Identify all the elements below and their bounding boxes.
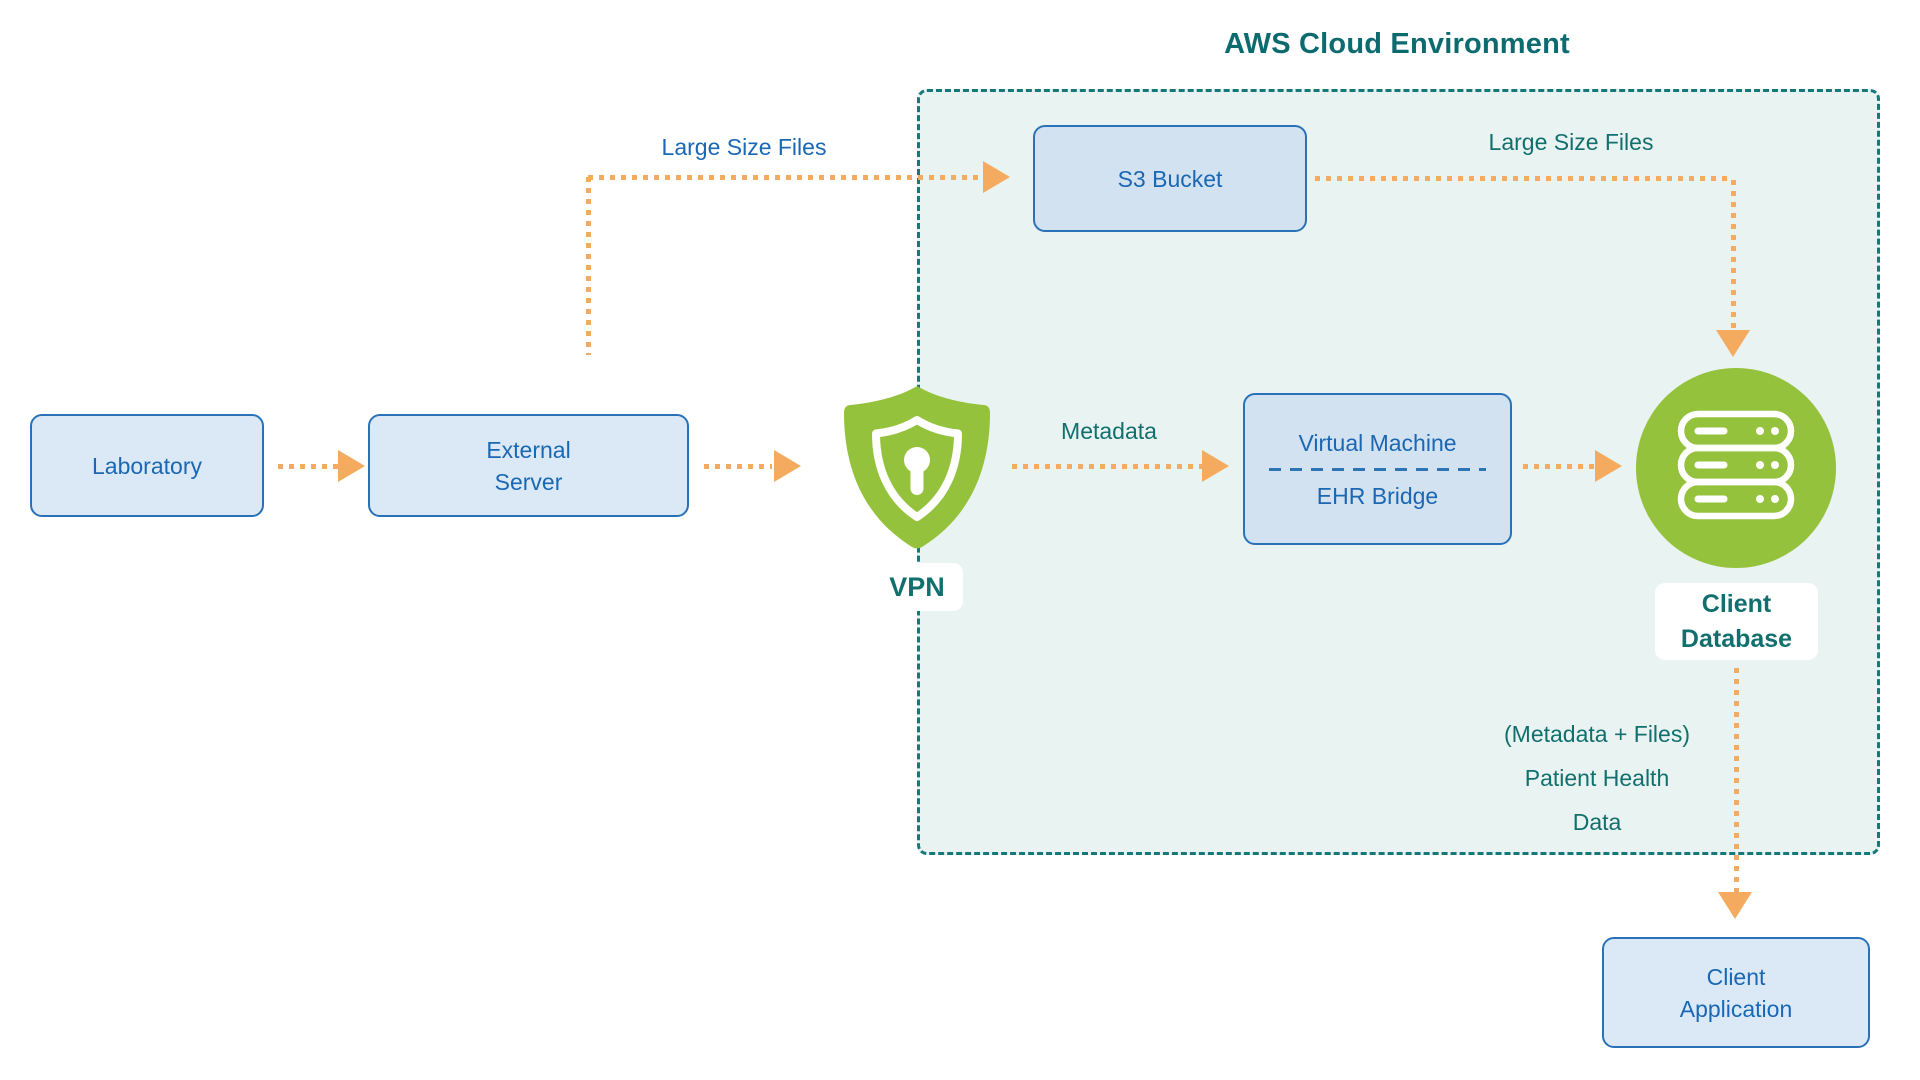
client-database-label-line: Database	[1680, 624, 1793, 653]
arrowhead-into-database-top	[1716, 330, 1750, 357]
node-label: Application	[1679, 995, 1793, 1022]
node-label: Server	[494, 468, 563, 495]
arrowhead-into-vm	[1202, 450, 1229, 482]
shield-keyhole-icon	[844, 386, 990, 549]
flow-label-line: Data	[1572, 809, 1622, 835]
node-label: Laboratory	[92, 452, 202, 479]
flow-label-line: (Metadata + Files)	[1504, 721, 1690, 747]
arrowhead-into-external-server	[338, 450, 365, 482]
aws-cloud-environment-title: AWS Cloud Environment	[1224, 28, 1570, 60]
connector-s3-to-database-vertical	[1731, 180, 1736, 330]
flow-label-line: Patient Health	[1524, 765, 1670, 791]
connector-vm-to-database	[1523, 464, 1595, 469]
client-database-label: Client Database	[1655, 583, 1818, 660]
flow-label-large-size-files-right: Large Size Files	[1488, 129, 1654, 155]
node-label: S3 Bucket	[1117, 165, 1223, 192]
node-label: Client	[1706, 963, 1766, 990]
arrowhead-into-vpn	[774, 450, 801, 482]
flow-label-metadata: Metadata	[1061, 418, 1157, 444]
node-external-server: External Server	[368, 414, 689, 517]
connector-vpn-to-vm	[1012, 464, 1202, 469]
node-label: External	[486, 436, 571, 463]
node-label: EHR Bridge	[1316, 482, 1439, 509]
flow-label-large-size-files-left: Large Size Files	[661, 134, 827, 160]
connector-external-to-s3-horizontal	[588, 175, 983, 180]
arrowhead-into-application	[1718, 892, 1752, 919]
arrowhead-into-s3	[983, 161, 1010, 193]
connector-s3-to-database-horizontal	[1315, 176, 1733, 181]
connector-external-to-s3-vertical	[586, 177, 591, 355]
arrowhead-into-database-left	[1595, 450, 1622, 482]
vpn-label: VPN	[871, 563, 963, 611]
node-laboratory: Laboratory	[30, 414, 264, 517]
connector-database-to-application	[1734, 668, 1739, 892]
server-stack-icon	[1636, 368, 1836, 568]
node-s3-bucket: S3 Bucket	[1033, 125, 1307, 232]
connector-external-to-vpn	[704, 464, 772, 469]
node-client-application: Client Application	[1602, 937, 1870, 1048]
client-database-label-line: Client	[1701, 589, 1772, 618]
flow-label-patient-health-data: (Metadata + Files) Patient Health Data	[1447, 712, 1747, 844]
vm-ehr-divider	[1268, 467, 1487, 471]
node-label: Virtual Machine	[1298, 429, 1457, 456]
node-virtual-machine: Virtual Machine EHR Bridge	[1243, 393, 1512, 545]
connector-lab-to-external	[278, 464, 338, 469]
